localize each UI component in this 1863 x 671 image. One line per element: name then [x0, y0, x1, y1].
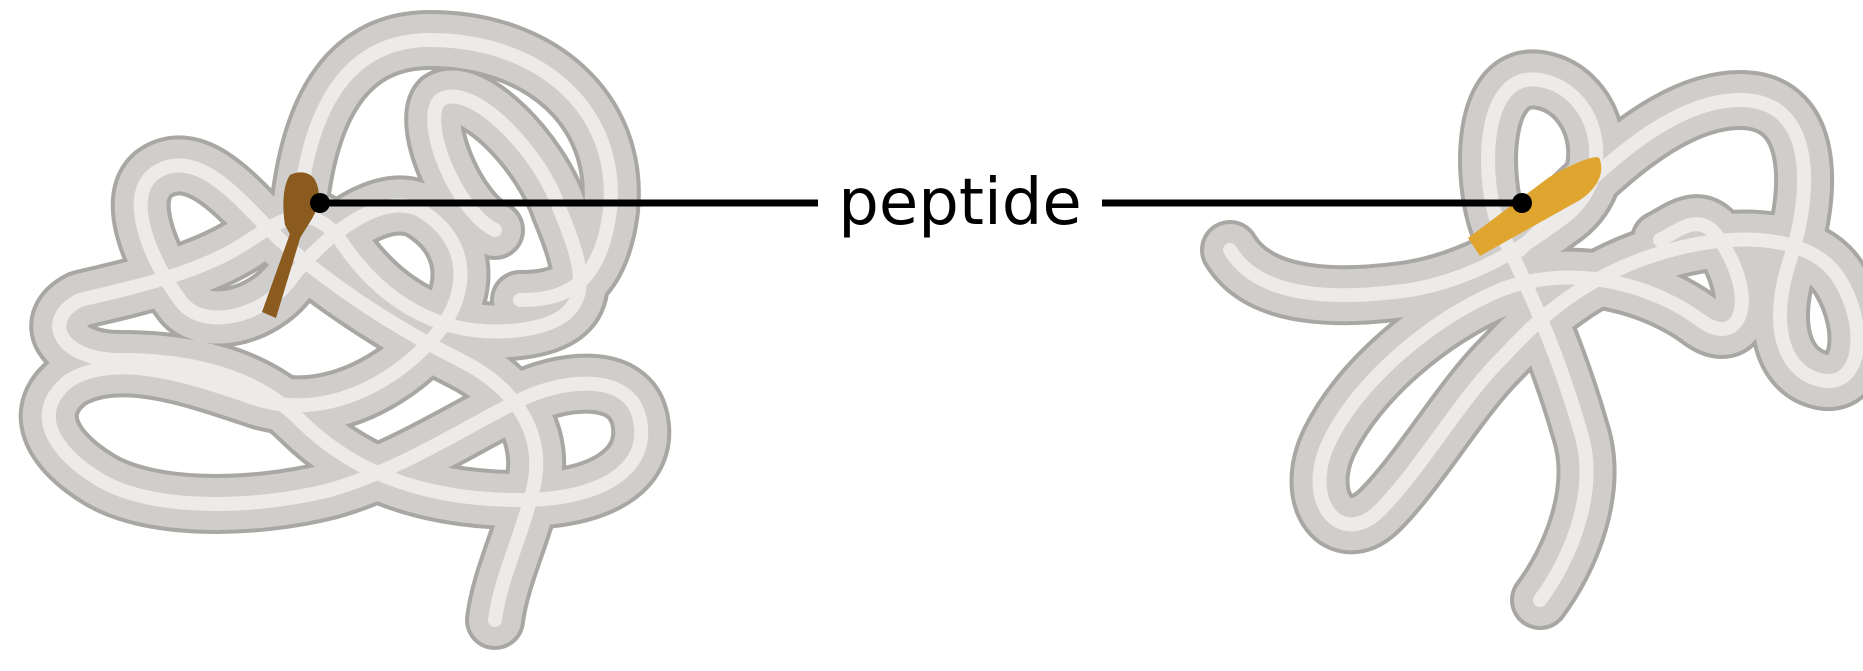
leader-dot-right — [1512, 193, 1532, 213]
left-protein-chain — [49, 40, 642, 620]
peptide-label: peptide — [838, 166, 1082, 240]
right-protein-chain — [1230, 79, 1857, 600]
leader-dot-left — [310, 193, 330, 213]
